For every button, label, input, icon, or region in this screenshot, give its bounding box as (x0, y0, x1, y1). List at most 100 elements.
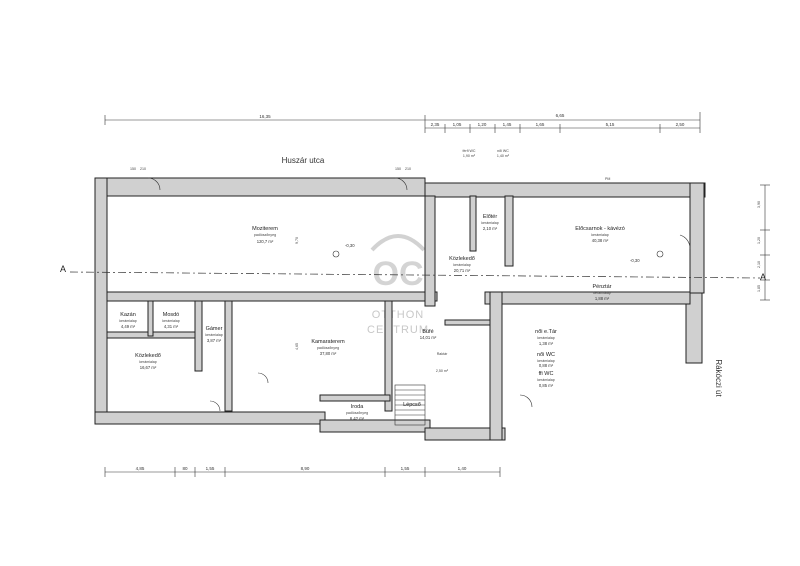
dim-top-seg-6: 5,15 (606, 122, 615, 127)
svg-text:női WC: női WC (537, 352, 555, 358)
pm-label: PM (605, 177, 610, 181)
svg-text:Gámer: Gámer (206, 326, 223, 332)
room-noi-elotar: női e.Tár kerámialap 1,38 m² (535, 329, 557, 346)
watermark-logo: OC (373, 255, 424, 293)
room-mozi: Moziterem padlószőnyeg 120,7 m² (252, 226, 278, 244)
svg-text:Kazán: Kazán (120, 312, 136, 318)
svg-text:kerámialap: kerámialap (162, 319, 180, 323)
bottom-dimension-line: 4,85 80 1,55 8,90 1,55 1,40 (104, 466, 501, 477)
svg-text:női e.Tár: női e.Tár (535, 329, 557, 335)
door-icon (519, 394, 533, 408)
dim-top-seg-4: 1,45 (503, 122, 512, 127)
svg-text:4,31 m²: 4,31 m² (164, 324, 179, 329)
svg-text:Raktár: Raktár (437, 352, 448, 356)
dim-top-seg-1: 2,35 (431, 122, 440, 127)
dim-right-seg-3: 2,10 (757, 261, 761, 268)
door-icon (209, 400, 221, 412)
svg-text:Közlekedő: Közlekedő (135, 353, 161, 359)
svg-text:2,50 m²: 2,50 m² (436, 369, 449, 373)
svg-text:6,42 m²: 6,42 m² (350, 416, 365, 421)
door-swings (147, 177, 691, 412)
door-icon (394, 177, 408, 191)
room-eloter: Előtér kerámialap 2,10 m² (481, 214, 499, 231)
section-marker-left: A (60, 264, 66, 274)
svg-text:kerámialap: kerámialap (537, 336, 555, 340)
room-eloadoi: Előcsarnok - kávézó kerámialap 40,38 m² (575, 226, 625, 243)
room-mosdo: Mosdó kerámialap 4,31 m² (162, 312, 180, 329)
room-kazan: Kazán kerámialap 4,49 m² (119, 312, 137, 329)
svg-text:kerámialap: kerámialap (119, 319, 137, 323)
dim-top-total: 16,35 (259, 114, 271, 119)
watermark: OC OTTHON CENTRUM (367, 234, 428, 336)
dim-top-seg-3: 1,20 (478, 122, 487, 127)
dim-right-seg-4: 1,85 (757, 285, 761, 292)
svg-text:padlószőnyeg: padlószőnyeg (317, 346, 339, 350)
walls (94, 177, 706, 441)
room-iroda: Iroda padlószőnyeg 6,42 m² (346, 404, 368, 421)
svg-text:kerámialap: kerámialap (593, 291, 611, 295)
svg-text:16,67 m²: 16,67 m² (140, 365, 157, 370)
watermark-roof-icon (370, 234, 426, 252)
room-kamara: Kamaraterem padlószőnyeg 37,80 m² (311, 339, 345, 356)
window-dim-c: 150 (395, 167, 401, 171)
svg-text:0,85 m²: 0,85 m² (539, 383, 554, 388)
svg-text:kerámialap: kerámialap (537, 378, 555, 382)
dim-right-seg-1: 3,90 (757, 201, 761, 208)
window-dim-d: 210 (405, 167, 411, 171)
dim-bottom-seg-5: 1,55 (401, 466, 410, 471)
svg-text:Mosdó: Mosdó (163, 312, 180, 318)
svg-text:kerámialap: kerámialap (205, 333, 223, 337)
svg-text:1,88 m²: 1,88 m² (595, 296, 610, 301)
right-dimension-line: 3,90 1,20 2,10 1,85 (757, 184, 770, 301)
svg-text:1,90 m²: 1,90 m² (463, 154, 476, 158)
svg-text:Kamaraterem: Kamaraterem (311, 339, 345, 345)
room-noi-wc-2: női WC kerámialap 0,88 m² (537, 352, 555, 368)
svg-text:3,87 m²: 3,87 m² (207, 338, 222, 343)
room-ffi-wc-2: ffi WC kerámialap 0,85 m² (537, 371, 555, 388)
svg-text:kerámialap: kerámialap (453, 263, 471, 267)
room-labels: Moziterem padlószőnyeg 120,7 m² Kazán ke… (119, 149, 625, 421)
room-ferfi-wc: férfi WC 1,90 m² (463, 149, 476, 158)
svg-text:Közlekedő: Közlekedő (449, 256, 475, 262)
svg-text:1,40 m²: 1,40 m² (497, 154, 510, 158)
svg-text:ffi WC: ffi WC (539, 371, 554, 377)
room-kozlekedo-2: Közlekedő kerámialap 20,71 m² (449, 256, 475, 273)
street-top: Huszár utca (282, 156, 325, 165)
svg-text:padlószőnyeg: padlószőnyeg (346, 411, 368, 415)
dim-right-seg-2: 1,20 (757, 237, 761, 244)
svg-text:0,88 m²: 0,88 m² (539, 363, 554, 368)
level-eloadoi: -0,30 (630, 258, 640, 263)
dim-bottom-seg-1: 4,85 (136, 466, 145, 471)
dim-top-seg-2: 1,05 (453, 122, 462, 127)
window-markers-top: 150 210 150 210 (130, 167, 411, 171)
svg-text:20,71 m²: 20,71 m² (454, 268, 471, 273)
svg-text:Előtér: Előtér (483, 214, 498, 220)
watermark-line1: OTTHON (372, 309, 424, 321)
svg-text:Moziterem: Moziterem (252, 226, 278, 232)
window-dim-b: 210 (140, 167, 146, 171)
svg-text:Iroda: Iroda (351, 404, 364, 410)
svg-text:női WC: női WC (497, 149, 509, 153)
depth-left: 9,70 (295, 237, 299, 244)
svg-text:férfi WC: férfi WC (463, 149, 476, 153)
door-icon (257, 372, 269, 384)
svg-text:1,38 m²: 1,38 m² (539, 341, 554, 346)
svg-text:14,01 m²: 14,01 m² (420, 335, 437, 340)
svg-text:kerámialap: kerámialap (537, 359, 555, 363)
svg-text:kerámialap: kerámialap (139, 360, 157, 364)
window-dim-a: 150 (130, 167, 136, 171)
svg-text:2,10 m²: 2,10 m² (483, 226, 498, 231)
door-icon (679, 234, 691, 250)
room-gamer: Gámer kerámialap 3,87 m² (205, 326, 223, 343)
level-markers: -0,30 -0,30 9,70 4,65 PM (295, 177, 664, 350)
stairs-icon (394, 384, 426, 426)
svg-text:Pénztár: Pénztár (593, 284, 612, 290)
dim-top-seg-7: 2,50 (676, 122, 685, 127)
svg-text:kerámialap: kerámialap (591, 233, 609, 237)
dim-bottom-seg-2: 80 (182, 466, 188, 471)
level-marker-eloadoi-icon (656, 250, 664, 258)
door-icon (147, 177, 161, 191)
room-penztar: Pénztár kerámialap 1,88 m² (593, 284, 612, 301)
section-marker-right: A (760, 272, 766, 282)
